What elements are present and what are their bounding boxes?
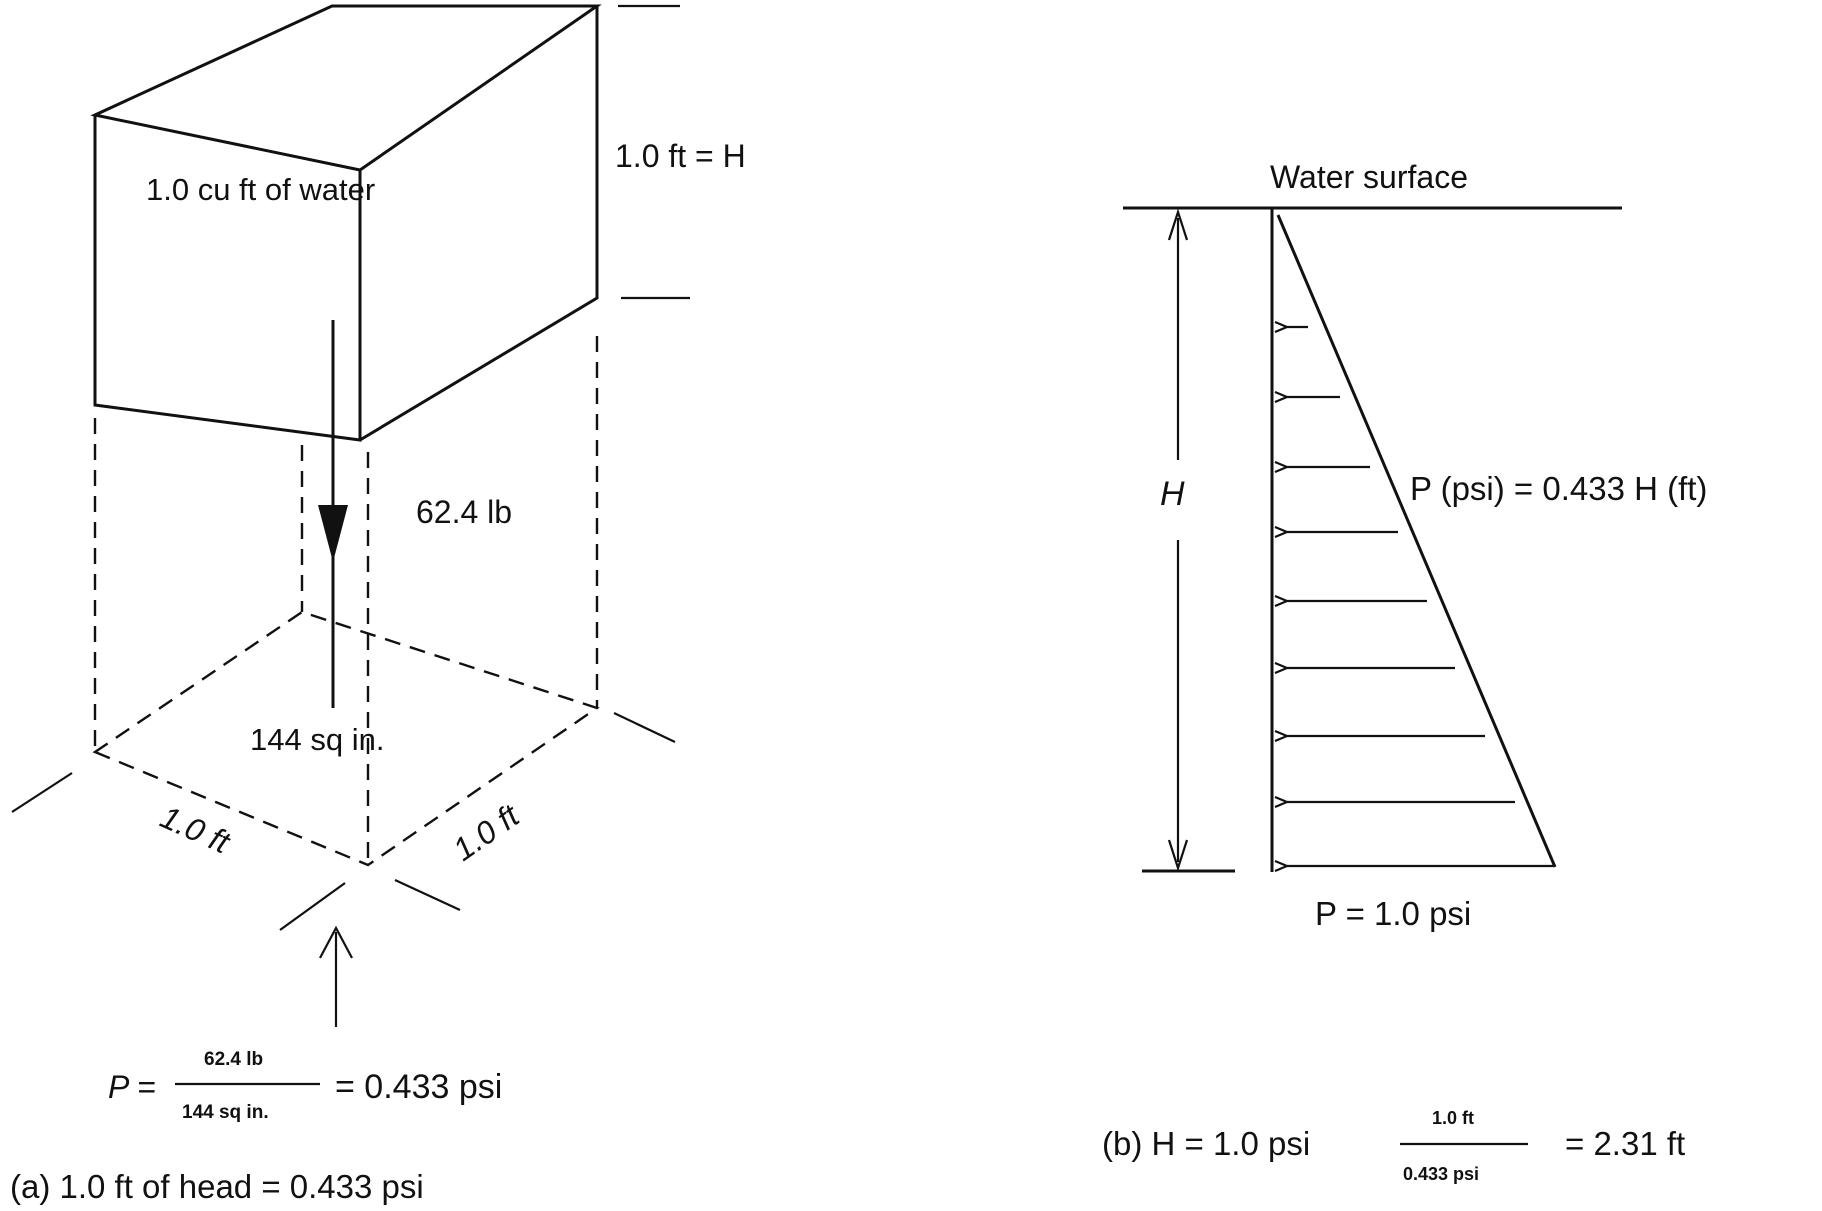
cube-top-face <box>90 4 602 172</box>
weight-label: 62.4 lb <box>416 494 512 530</box>
height-dimension <box>1167 208 1189 872</box>
water-surface-label: Water surface <box>1270 159 1468 195</box>
formula-b-denominator: 0.433 psi <box>1403 1164 1479 1184</box>
bottom-pressure-label: P = 1.0 psi <box>1315 895 1471 932</box>
cube-label: 1.0 cu ft of water <box>146 172 375 207</box>
formula-b-rhs: = 2.31 ft <box>1565 1125 1685 1162</box>
pressure-arrows <box>1287 327 1553 866</box>
weight-arrowhead <box>318 505 348 562</box>
pressure-diagonal <box>1276 214 1557 868</box>
height-label-H: H <box>1160 475 1185 513</box>
formula-b: (b) H = 1.0 psi 1.0 ft 0.433 psi = 2.31 … <box>1102 1108 1685 1184</box>
formula-a-numerator: 62.4 lb <box>204 1049 263 1070</box>
weight-arrow <box>318 320 348 708</box>
water-cube <box>90 4 602 442</box>
formula-b-numerator: 1.0 ft <box>1432 1108 1474 1128</box>
figure-b: Water surface H P (psi) = 0.433 H (ft) P… <box>1102 159 1707 1184</box>
formula-a: P = 62.4 lb 144 sq in. = 0.433 psi <box>108 1049 502 1123</box>
projection-column <box>92 336 600 867</box>
area-label: 144 sq in. <box>250 722 384 757</box>
formula-a-lhs: P = <box>108 1069 156 1105</box>
dim-ext-right <box>613 712 676 743</box>
dim-ext-bottom-b <box>394 879 461 911</box>
dim-ext-left <box>11 772 73 813</box>
figure-a: 1.0 cu ft of water 1.0 ft = H 62.4 lb 14… <box>10 4 746 1205</box>
width-label-left: 1.0 ft <box>155 799 236 861</box>
caption-a: (a) 1.0 ft of head = 0.433 psi <box>10 1168 424 1205</box>
dim-ext-bottom-a <box>279 882 346 931</box>
formula-b-lhs: (b) H = 1.0 psi <box>1102 1125 1310 1162</box>
formula-a-denominator: 144 sq in. <box>182 1102 269 1123</box>
pressure-arrow-up <box>319 925 353 1027</box>
formula-a-rhs: = 0.433 psi <box>335 1068 502 1106</box>
width-label-right: 1.0 ft <box>446 797 526 868</box>
pressure-relation: P (psi) = 0.433 H (ft) <box>1410 470 1707 507</box>
base-square <box>92 610 600 867</box>
cube-front-face <box>93 115 362 442</box>
cube-side-face <box>359 6 599 442</box>
height-label: 1.0 ft = H <box>615 138 746 174</box>
